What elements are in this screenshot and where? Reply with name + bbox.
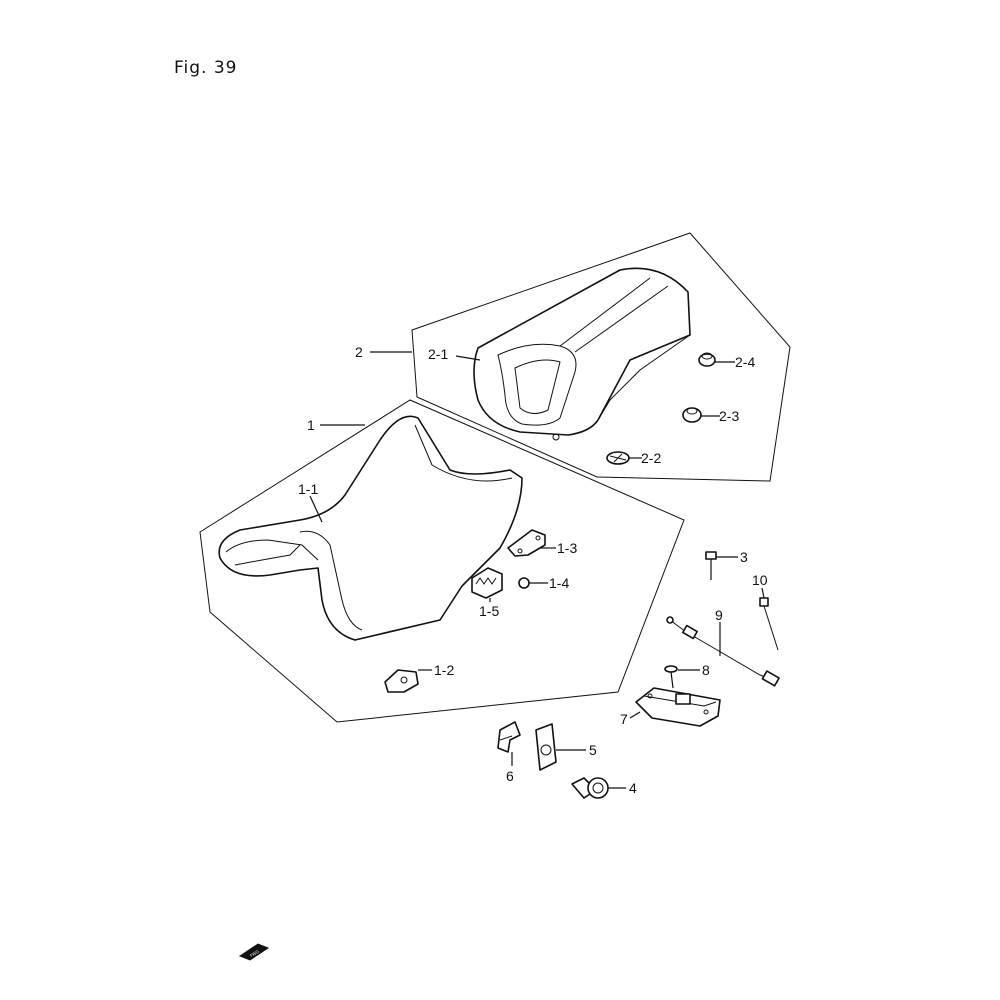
part-4-lock-cylinder [571,777,609,799]
part-2-2-cushion [606,451,630,465]
callout-10: 10 [752,572,768,588]
callout-2-2: 2-2 [641,450,661,466]
callout-4: 4 [629,780,637,796]
part-10-cable-tie [759,597,779,651]
part-1-4-nut [518,577,530,589]
callout-6: 6 [506,768,514,784]
part-6-bracket [497,721,521,753]
part-2-4-grommet [698,352,716,367]
part-5-plate [535,723,557,771]
rear-seat-cowl [473,267,691,441]
callout-8: 8 [702,662,710,678]
callout-1-2: 1-2 [434,662,454,678]
part-7-seat-lock [635,687,721,727]
part-9-seat-lock-cable [666,616,780,687]
callout-2: 2 [355,344,363,360]
part-1-3-bracket [507,529,546,557]
fwd-badge-text: FWD [249,949,260,958]
part-2-3-grommet [682,407,702,423]
figure-title: Fig. 39 [174,58,238,78]
callout-1: 1 [307,417,315,433]
part-1-5-damper [471,567,503,599]
callout-2-3: 2-3 [719,408,739,424]
group-2-outline [411,232,791,482]
part-1-2-clip [384,669,419,693]
group-1-outline [199,399,685,723]
front-seat [218,415,523,641]
leader-lines [309,351,765,789]
fwd-arrow-icon: FWD [238,943,270,961]
part-3-bolt [705,551,717,580]
callout-3: 3 [740,549,748,565]
callout-1-5: 1-5 [479,603,499,619]
callout-2-4: 2-4 [735,354,755,370]
callout-1-4: 1-4 [549,575,569,591]
callout-5: 5 [589,742,597,758]
callout-9: 9 [715,607,723,623]
callout-7: 7 [620,711,628,727]
callout-1-3: 1-3 [557,540,577,556]
part-8-screw [664,665,678,689]
callout-2-1: 2-1 [428,346,448,362]
callout-1-1: 1-1 [298,481,318,497]
